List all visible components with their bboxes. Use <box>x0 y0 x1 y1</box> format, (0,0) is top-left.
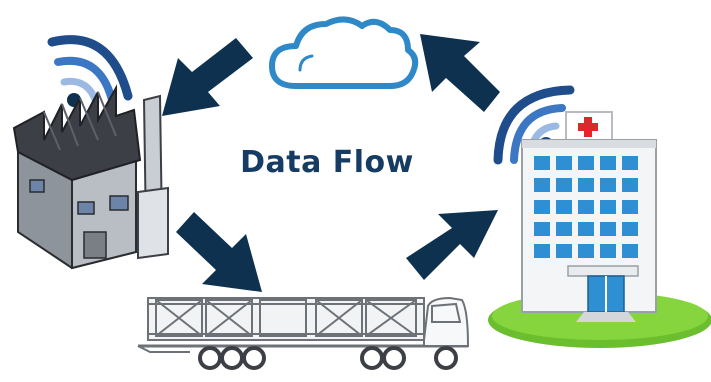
factory-icon <box>12 35 169 270</box>
hospital-icon <box>488 85 711 348</box>
cloud-icon <box>269 16 419 89</box>
diagram-title: Data Flow <box>240 145 414 180</box>
arrow-factory-to-truck <box>176 212 262 292</box>
arrow-hospital-to-cloud <box>420 34 500 112</box>
truck-icon <box>137 296 470 370</box>
arrow-truck-to-hospital <box>406 210 498 280</box>
arrow-cloud-to-factory <box>162 38 253 116</box>
